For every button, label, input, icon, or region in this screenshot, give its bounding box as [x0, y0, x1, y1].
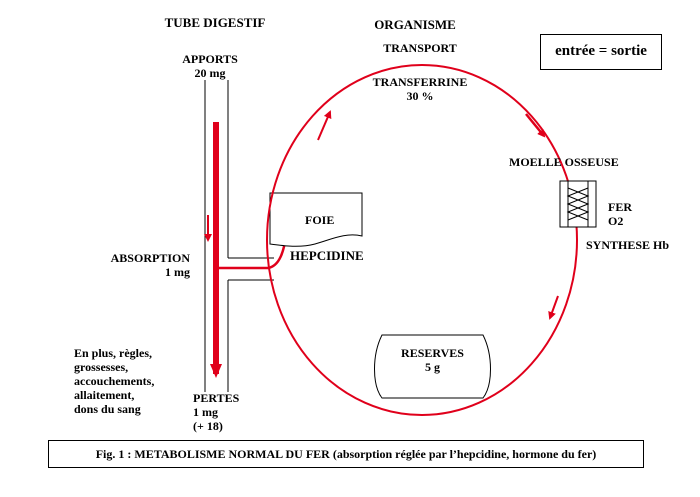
- foie-label: FOIE: [305, 213, 335, 227]
- apports-value: 20 mg: [194, 66, 226, 80]
- pertes-extra-line-1: En plus, règles,: [74, 346, 153, 360]
- circulation-arrow-2: [525, 113, 546, 138]
- pertes-extra-label: En plus, règles, grossesses, accouchemen…: [74, 346, 154, 416]
- foie-box: [269, 192, 363, 247]
- fer-o2-label: FER O2: [608, 200, 632, 228]
- absorption-label: ABSORPTION 1 mg: [80, 251, 190, 279]
- organisme-title: ORGANISME: [374, 17, 456, 32]
- circulation-arrow-3: [548, 295, 559, 320]
- pertes-extra-line-3: accouchements,: [74, 374, 155, 388]
- fer-text: FER: [608, 200, 632, 214]
- transferrine-title: TRANSFERRINE: [372, 75, 468, 89]
- pertes-extra-value: (+ 18): [193, 419, 223, 433]
- pertes-extra-line-4: allaitement,: [74, 388, 135, 402]
- synthese-label: SYNTHESE Hb: [586, 238, 670, 252]
- pertes-title: PERTES: [193, 391, 240, 405]
- reserves-value: 5 g: [425, 360, 440, 374]
- figure-caption: Fig. 1 : METABOLISME NORMAL DU FER (abso…: [48, 440, 644, 468]
- pertes-value: 1 mg: [193, 405, 218, 419]
- circulation-arrow-1: [317, 110, 332, 141]
- reserves-label: RESERVES 5 g: [382, 346, 483, 374]
- pertes-label: PERTES 1 mg (+ 18): [193, 391, 239, 433]
- pertes-extra-line-2: grossesses,: [74, 360, 129, 374]
- pertes-extra-line-5: dons du sang: [74, 402, 141, 416]
- equation-box: entrée = sortie: [540, 34, 662, 70]
- reserves-title: RESERVES: [401, 346, 464, 360]
- transport-label: TRANSPORT: [383, 41, 457, 55]
- hepcidine-label: HEPCIDINE: [290, 248, 364, 263]
- moelle-title: MOELLE OSSEUSE: [509, 155, 619, 169]
- transferrine-label: TRANSFERRINE 30 %: [360, 75, 480, 103]
- transferrine-value: 30 %: [406, 89, 434, 103]
- tube-digestif-title: TUBE DIGESTIF: [164, 15, 266, 30]
- reserves-box: [374, 334, 491, 399]
- circulation-loop: [266, 64, 578, 416]
- absorption-title: ABSORPTION: [110, 251, 190, 265]
- apports-label: APPORTS 20 mg: [175, 52, 245, 80]
- o2-text: O2: [608, 214, 624, 228]
- absorption-value: 1 mg: [165, 265, 190, 279]
- apports-title: APPORTS: [182, 52, 238, 66]
- moelle-cell: [559, 180, 597, 228]
